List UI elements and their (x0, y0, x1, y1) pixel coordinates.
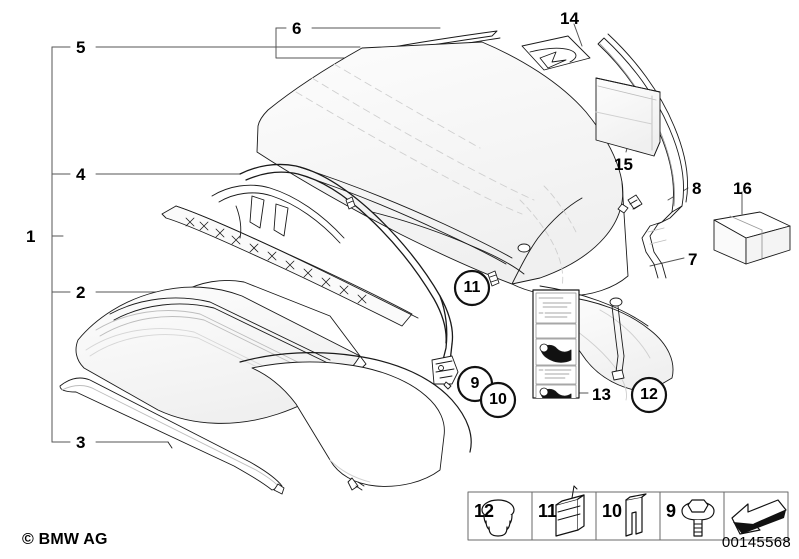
callout-label-6: 6 (292, 19, 302, 38)
callout-label-2: 2 (76, 283, 86, 302)
circled-callout-12: 12 (640, 386, 658, 403)
callout-bracket-group-1 (51, 46, 71, 443)
part-8-lateral-sealing-strip (597, 33, 688, 279)
callout-label-7: 7 (688, 250, 698, 269)
legend-icon-clamp-bracket (555, 485, 585, 537)
legend-number-10: 10 (602, 501, 623, 521)
part-11-clip-on-frame (487, 270, 500, 287)
circled-callout-10: 10 (489, 391, 507, 408)
legend-icon-direction-arrow (731, 499, 787, 535)
callout-leader-lines (95, 23, 743, 443)
callout-label-13: 13 (592, 385, 611, 404)
callout-label-5: 5 (76, 38, 86, 57)
part-14-adhesive-patch (521, 35, 591, 71)
part-7-tonneau-cover-panel (239, 285, 674, 491)
part-3-front-bow-trim-strip (59, 377, 285, 495)
callout-label-14: 14 (560, 9, 579, 28)
legend-icon-u-clip (625, 493, 647, 537)
part-12-retaining-cable (609, 297, 625, 381)
circled-callout-11: 11 (463, 279, 481, 296)
legend-icon-hex-bolt (681, 499, 715, 537)
legend-number-11: 11 (538, 501, 558, 521)
callout-label-15: 15 (614, 155, 633, 174)
callout-label-4: 4 (76, 165, 86, 184)
part-13-instruction-label (532, 289, 580, 399)
copyright-notice: © BMW AG (22, 531, 108, 548)
callout-label-8: 8 (692, 179, 702, 198)
callout-label-1: 1 (26, 227, 36, 246)
callout-label-3: 3 (76, 433, 86, 452)
legend-number-12: 12 (474, 501, 495, 521)
part-15-rear-window-pad (595, 77, 661, 157)
circled-callout-rings (453, 269, 668, 419)
callout-label-16: 16 (733, 179, 752, 198)
part-number-text: 00145568 (721, 534, 791, 551)
part-16-repair-kit-box (713, 211, 791, 265)
part-4-folding-top-frame (161, 163, 525, 390)
circled-callout-9: 9 (470, 375, 480, 392)
part-5-convertible-top-shell (256, 41, 629, 297)
legend-number-9: 9 (666, 501, 677, 521)
legend-icon-plastic-rivet (481, 499, 515, 537)
